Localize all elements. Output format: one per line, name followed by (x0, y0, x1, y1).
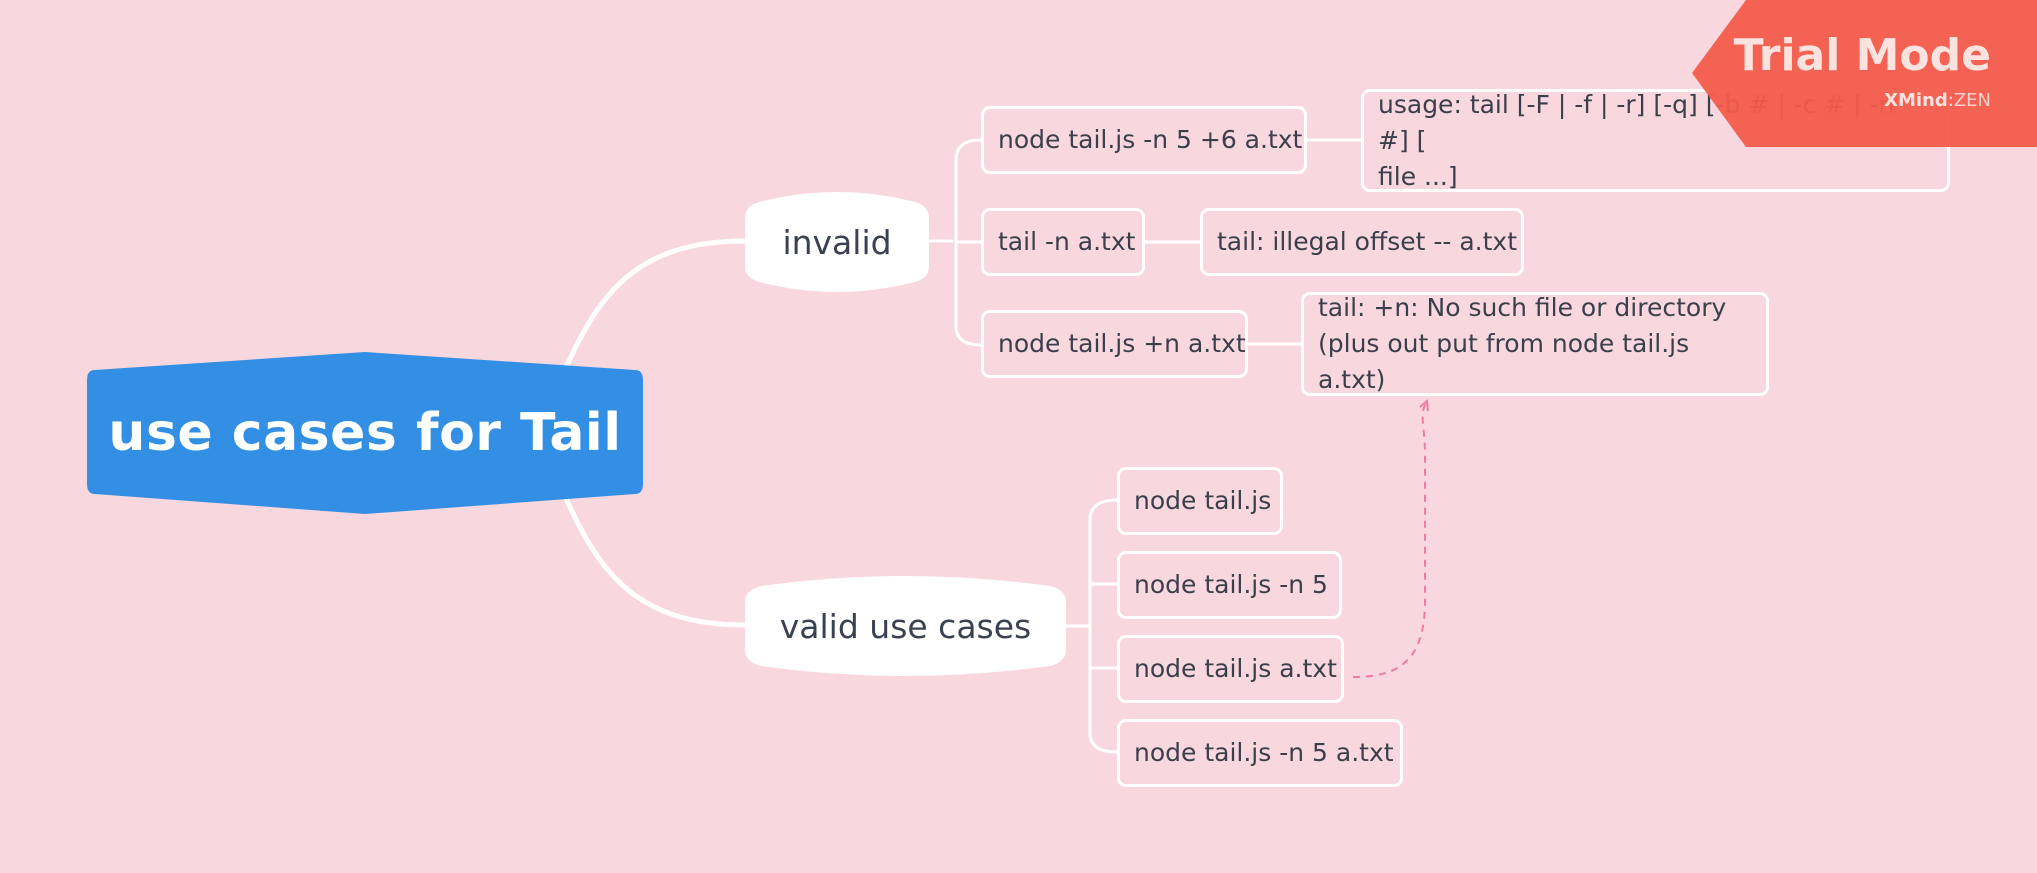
subtopic[interactable]: node tail.js -n 5 (1117, 551, 1342, 619)
subtopic[interactable]: node tail.js +n a.txt (981, 310, 1248, 378)
result-topic[interactable]: tail: +n: No such file or directory (plu… (1301, 292, 1769, 396)
relationship-arrow-icon (1419, 398, 1429, 412)
subtopic-label: node tail.js a.txt (1134, 654, 1337, 683)
result-line: (plus out put from node tail.js a.txt) (1318, 329, 1690, 394)
branch-label: invalid (782, 222, 892, 262)
subtopic-label: node tail.js -n 5 +6 a.txt (998, 125, 1303, 154)
subtopic-label: node tail.js -n 5 a.txt (1134, 738, 1394, 767)
trial-mode-badge[interactable]: Trial Mode XMind:ZEN (1692, 0, 2037, 147)
relationship-line (1352, 401, 1429, 678)
subtopic-label: node tail.js +n a.txt (998, 329, 1246, 358)
result-topic[interactable]: tail: illegal offset -- a.txt (1200, 208, 1524, 276)
central-topic[interactable]: use cases for Tail (87, 352, 643, 514)
subtopic-label: node tail.js (1134, 486, 1272, 515)
subtopic[interactable]: node tail.js -n 5 a.txt (1117, 719, 1403, 787)
subtopic[interactable]: node tail.js a.txt (1117, 635, 1344, 703)
subtopic[interactable]: node tail.js (1117, 467, 1283, 535)
central-topic-shape (87, 352, 643, 514)
subtopic[interactable]: tail -n a.txt (981, 208, 1145, 276)
subtopic-label: tail -n a.txt (998, 227, 1136, 256)
result-line: tail: +n: No such file or directory (1318, 293, 1727, 322)
branch-invalid[interactable]: invalid (745, 188, 929, 296)
subtopic[interactable]: node tail.js -n 5 +6 a.txt (981, 106, 1307, 174)
branch-shape (745, 192, 929, 292)
trial-mode-title: Trial Mode (1733, 30, 1991, 81)
xmind-zen-logo: XMind:ZEN (1884, 90, 1991, 111)
result-line: tail: illegal offset -- a.txt (1217, 227, 1518, 256)
branch-valid-use-cases[interactable]: valid use cases (745, 572, 1066, 680)
subtopic-label: node tail.js -n 5 (1134, 570, 1328, 599)
result-line: file ...] (1378, 161, 1458, 191)
central-topic-label: use cases for Tail (108, 403, 622, 463)
trial-badge-shape (1692, 0, 2037, 147)
branch-shape (745, 576, 1066, 676)
branch-label: valid use cases (779, 606, 1032, 646)
